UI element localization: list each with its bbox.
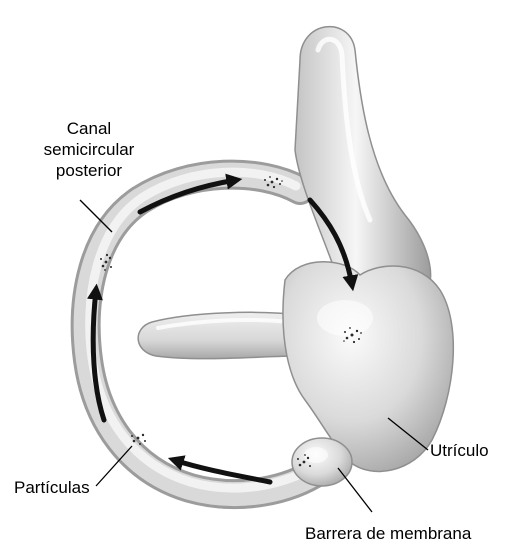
horizontal-arm <box>138 312 300 358</box>
label-canal-line1: Canal <box>34 118 144 139</box>
label-canal-line3: posterior <box>34 160 144 181</box>
common-crus <box>295 27 431 300</box>
label-utriculo: Utrículo <box>430 440 489 461</box>
label-canal-line2: semicircular <box>34 139 144 160</box>
ampulla <box>292 438 352 486</box>
label-particulas: Partículas <box>14 477 90 498</box>
label-barrera-de-membrana: Barrera de membrana <box>305 523 471 544</box>
label-posterior-semicircular-canal: Canal semicircular posterior <box>34 118 144 181</box>
leader-barrera <box>338 468 372 512</box>
